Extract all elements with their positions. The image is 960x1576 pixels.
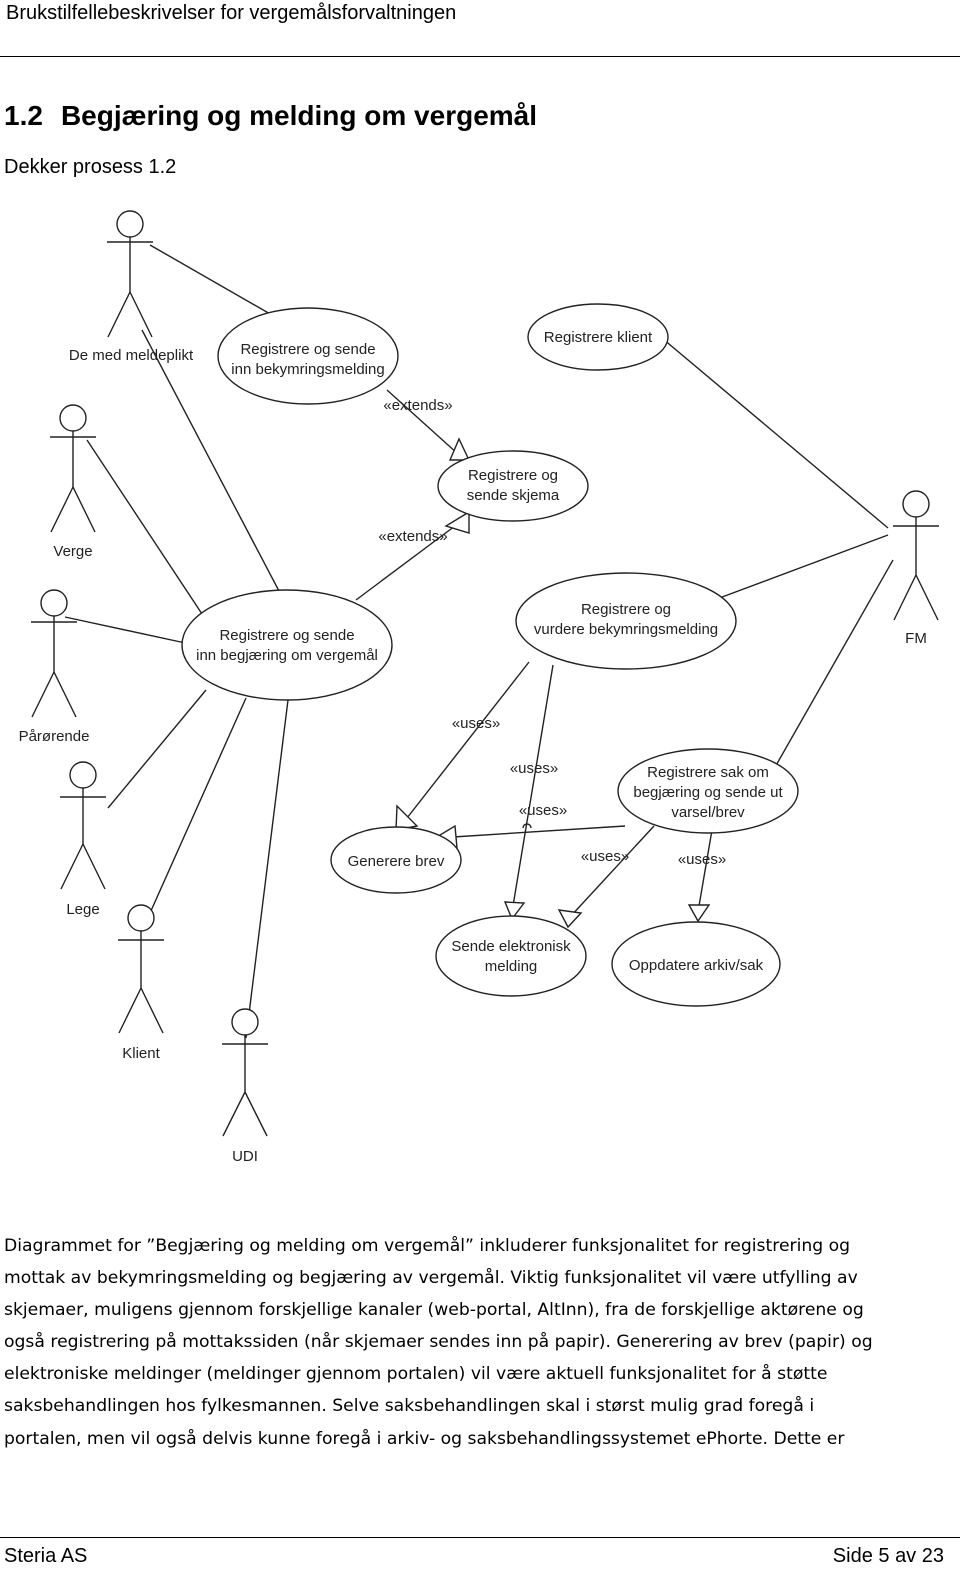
usecase-label-line: inn begjæring om vergemål	[196, 647, 378, 664]
footer-company: Steria AS	[4, 1545, 88, 1567]
uses-line-crossing	[522, 823, 532, 829]
uses-line-sak-generere	[452, 825, 626, 838]
usecase-registrere-begjaering: Registrere og sende inn begjæring om ver…	[181, 589, 393, 701]
actor-label: Pårørende	[19, 728, 90, 745]
body-line: skjemaer, muligens gjennom forskjellige …	[4, 1300, 864, 1321]
usecase-registrere-skjema: Registrere og sende skjema	[437, 450, 589, 522]
body-line: saksbehandlingen hos fylkesmannen. Selve…	[4, 1396, 815, 1417]
actor-fm: FM	[893, 490, 939, 647]
actor-klient: Klient	[118, 904, 164, 1062]
stereotype-uses-label: «uses»	[678, 851, 726, 868]
body-line: elektroniske meldinger (meldinger gjenno…	[4, 1364, 828, 1385]
actor-verge: Verge	[50, 404, 96, 560]
stereotype-uses-label: «uses»	[581, 848, 629, 865]
usecase-registrere-sak: Registrere sak om begjæring og sende ut …	[617, 748, 799, 834]
running-header: Brukstilfellebeskrivelser for vergemålsf…	[6, 2, 457, 24]
stick-figure-icon	[893, 490, 939, 621]
uses-line-sak-oppdatere	[698, 829, 713, 907]
stick-figure-icon	[118, 904, 164, 1034]
usecase-label-line: Registrere og sende	[219, 627, 354, 644]
header-divider	[0, 56, 960, 57]
actor-udi: UDI	[222, 1008, 268, 1165]
usecase-registrere-bekymringsmelding: Registrere og sende inn bekymringsmeldin…	[217, 307, 399, 405]
section-number: 1.2	[4, 100, 43, 131]
assoc-fm-vurdere	[705, 534, 889, 604]
usecase-oppdatere-arkiv: Oppdatere arkiv/sak	[611, 921, 781, 1007]
arrowhead-extends-2	[444, 510, 470, 534]
stick-figure-icon	[31, 589, 77, 718]
usecase-generere-brev: Generere brev	[330, 826, 462, 894]
actor-de-med-meldeplikt: De med meldeplikt	[69, 210, 194, 364]
actor-label: De med meldeplikt	[69, 347, 194, 364]
assoc-fm-sak	[761, 559, 894, 791]
assoc-klient-begjaering	[149, 697, 247, 914]
usecase-label-line: Oppdatere arkiv/sak	[629, 957, 764, 974]
use-case-diagram: Registrere og sende inn bekymringsmeldin…	[19, 210, 939, 1165]
section-subtitle: Dekker prosess 1.2	[4, 156, 177, 178]
usecase-label-line: varsel/brev	[671, 804, 745, 821]
usecase-registrere-vurdere: Registrere og vurdere bekymringsmelding	[515, 572, 737, 670]
arrowhead-uses-sende-2	[557, 909, 583, 929]
arrowhead-uses-sende-1	[503, 901, 526, 921]
assoc-demedmeldeplikt-begjaering	[141, 329, 291, 613]
assoc-parorende-begjaering	[64, 616, 191, 645]
usecase-label-line: Registrere og	[581, 601, 671, 618]
stick-figure-icon	[107, 210, 153, 338]
uses-line-vurdere-generere	[406, 661, 530, 819]
stereotype-uses-label: «uses»	[519, 802, 567, 819]
extends-line-1	[386, 389, 459, 455]
footer-page-number: Side 5 av 23	[832, 1545, 944, 1567]
usecase-label-line: inn bekymringsmelding	[231, 361, 384, 378]
body-line: mottak av bekymringsmelding og begjæring…	[4, 1268, 858, 1289]
arrowhead-uses-oppdatere	[687, 904, 711, 923]
actor-label: UDI	[232, 1148, 258, 1165]
section-heading: 1.2 Begjæring og melding om vergemål	[4, 100, 537, 132]
actor-parorende: Pårørende	[19, 589, 90, 745]
extends-line-2	[355, 522, 460, 601]
body-line: portalen, men vil også delvis kunne fore…	[4, 1428, 845, 1449]
actor-label: Verge	[53, 543, 92, 560]
stick-figure-icon	[50, 404, 96, 533]
usecase-label-line: Registrere og	[468, 467, 558, 484]
stereotype-uses-label: «uses»	[452, 715, 500, 732]
assoc-fm-klient	[649, 327, 889, 529]
body-paragraph: Diagrammet for ”Begjæring og melding om …	[4, 1230, 954, 1455]
section-title: Begjæring og melding om vergemål	[60, 100, 538, 131]
assoc-verge-begjaering	[86, 439, 207, 621]
stereotype-extends-label: «extends»	[378, 528, 447, 545]
body-line: Diagrammet for ”Begjæring og melding om …	[4, 1236, 851, 1256]
arrowhead-extends-1	[448, 437, 471, 461]
usecase-label-line: Registrere sak om	[647, 764, 769, 781]
usecase-label-line: melding	[485, 958, 538, 975]
usecase-registrere-klient: Registrere klient	[527, 303, 669, 371]
usecase-label-line: sende skjema	[467, 487, 560, 504]
usecase-label-line: Registrere klient	[544, 329, 653, 346]
usecase-sende-elektronisk: Sende elektronisk melding	[435, 915, 587, 997]
usecase-label-line: Sende elektronisk	[451, 938, 571, 955]
footer-divider	[0, 1537, 960, 1538]
actor-label: FM	[905, 630, 927, 647]
uses-line-sak-sende	[569, 825, 655, 918]
stick-figure-icon	[222, 1008, 268, 1137]
usecase-label-line: Generere brev	[348, 853, 445, 870]
actor-label: Lege	[66, 901, 99, 918]
stick-figure-icon	[60, 761, 106, 890]
stereotype-uses-label: «uses»	[510, 760, 558, 777]
actor-label: Klient	[122, 1045, 160, 1062]
usecase-label-line: Registrere og sende	[240, 341, 375, 358]
usecase-label-line: begjæring og sende ut	[633, 784, 783, 801]
actor-lege: Lege	[60, 761, 106, 918]
usecase-label-line: vurdere bekymringsmelding	[534, 621, 718, 638]
stereotype-extends-label: «extends»	[383, 397, 452, 414]
body-line: også registrering på mottakssiden (når s…	[4, 1332, 873, 1353]
assoc-lege-begjaering	[107, 689, 207, 809]
uses-line-vurdere-sende	[512, 664, 554, 907]
assoc-udi-begjaering	[245, 699, 289, 1039]
